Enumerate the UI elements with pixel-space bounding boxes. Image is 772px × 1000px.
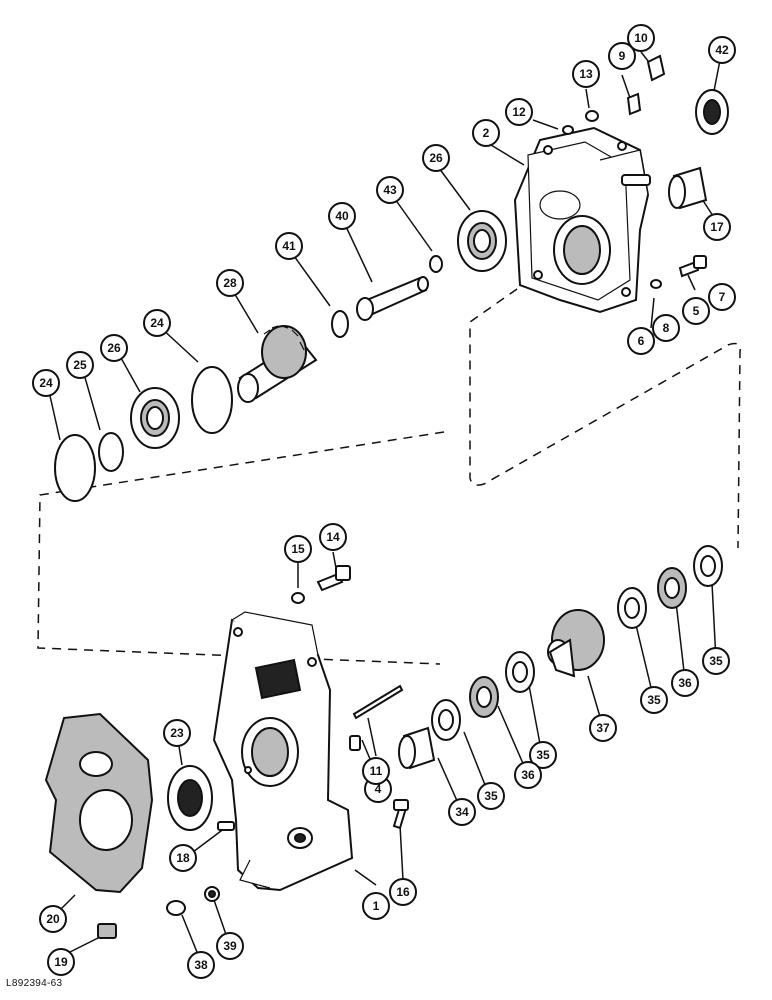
bearing-lower: [130, 387, 180, 449]
svg-text:4: 4: [375, 782, 382, 796]
svg-text:28: 28: [223, 276, 237, 290]
front-housing: [212, 611, 354, 892]
guide-left: [37, 431, 445, 665]
callout-35-a: 35: [477, 782, 505, 810]
callout-16: 16: [389, 878, 417, 906]
callout-8: 8: [652, 314, 680, 342]
svg-text:43: 43: [383, 183, 397, 197]
callout-9: 9: [608, 42, 636, 70]
svg-text:24: 24: [39, 376, 53, 390]
svg-text:37: 37: [596, 721, 610, 735]
svg-text:25: 25: [73, 358, 87, 372]
callout-10: 10: [627, 24, 655, 52]
svg-text:8: 8: [663, 321, 670, 335]
callout-17: 17: [703, 213, 731, 241]
svg-text:36: 36: [678, 676, 692, 690]
svg-text:18: 18: [176, 851, 190, 865]
callout-20: 20: [39, 905, 67, 933]
callout-37: 37: [589, 714, 617, 742]
callout-23: 23: [163, 719, 191, 747]
svg-text:10: 10: [634, 31, 648, 45]
leader-lines: [47, 49, 723, 963]
alignment-guides: [37, 196, 741, 665]
svg-text:12: 12: [512, 105, 526, 119]
snap-rings: [54, 255, 443, 502]
rear-housing-cover: [513, 126, 651, 314]
callout-39: 39: [216, 932, 244, 960]
callout-19: 19: [47, 948, 75, 976]
callout-11: 11: [362, 757, 390, 785]
svg-text:35: 35: [484, 789, 498, 803]
guide-upper-right: [469, 196, 741, 549]
svg-text:13: 13: [579, 67, 593, 81]
callout-24-upper: 24: [143, 309, 171, 337]
svg-text:38: 38: [194, 958, 208, 972]
callout-14: 14: [319, 523, 347, 551]
callout-7: 7: [708, 283, 736, 311]
gear-upper: [237, 325, 318, 403]
svg-text:16: 16: [396, 885, 410, 899]
callout-40: 40: [328, 202, 356, 230]
svg-text:7: 7: [719, 290, 726, 304]
svg-text:42: 42: [715, 43, 729, 57]
callout-41: 41: [275, 232, 303, 260]
callout-1: 1: [362, 892, 390, 920]
bearing-upper: [457, 210, 507, 272]
svg-text:23: 23: [170, 726, 184, 740]
callout-5: 5: [682, 297, 710, 325]
svg-text:9: 9: [619, 49, 626, 63]
svg-text:35: 35: [709, 654, 723, 668]
callout-15: 15: [284, 535, 312, 563]
callout-13: 13: [572, 60, 600, 88]
callout-42: 42: [708, 36, 736, 64]
svg-text:26: 26: [429, 151, 443, 165]
callout-35-b: 35: [529, 741, 557, 769]
callout-36-a: 36: [514, 761, 542, 789]
callout-25: 25: [66, 351, 94, 379]
svg-text:35: 35: [536, 748, 550, 762]
gear-lower: [547, 609, 605, 678]
callout-24-lower: 24: [32, 369, 60, 397]
shaft: [356, 276, 429, 321]
gasket: [44, 712, 154, 894]
callout-38: 38: [187, 951, 215, 979]
svg-text:11: 11: [370, 764, 383, 778]
svg-text:40: 40: [335, 209, 349, 223]
svg-text:35: 35: [647, 693, 661, 707]
svg-text:26: 26: [107, 341, 121, 355]
svg-text:6: 6: [638, 334, 645, 348]
callout-26-upper: 26: [422, 144, 450, 172]
callout-2: 2: [472, 119, 500, 147]
svg-text:34: 34: [455, 805, 469, 819]
svg-text:19: 19: [54, 955, 68, 969]
svg-text:15: 15: [291, 542, 305, 556]
callout-26-lower: 26: [100, 334, 128, 362]
svg-text:39: 39: [223, 939, 237, 953]
callout-12: 12: [505, 98, 533, 126]
callout-34: 34: [448, 798, 476, 826]
thrust-washers: [431, 545, 723, 741]
callout-43: 43: [376, 176, 404, 204]
svg-text:24: 24: [150, 316, 164, 330]
figure-reference-code: L892394-63: [6, 978, 63, 989]
svg-text:5: 5: [693, 304, 700, 318]
svg-text:17: 17: [710, 220, 724, 234]
callout-36-b: 36: [671, 669, 699, 697]
callout-6: 6: [627, 327, 655, 355]
svg-text:1: 1: [373, 899, 380, 913]
callout-35-c: 35: [640, 686, 668, 714]
needle-bearings: [398, 166, 708, 770]
svg-text:20: 20: [46, 912, 60, 926]
callout-18: 18: [169, 844, 197, 872]
callout-28: 28: [216, 269, 244, 297]
callout-35-d: 35: [702, 647, 730, 675]
seals: [167, 89, 729, 831]
svg-text:2: 2: [483, 126, 490, 140]
fasteners: [97, 54, 707, 939]
svg-text:36: 36: [521, 768, 535, 782]
svg-text:41: 41: [282, 239, 296, 253]
svg-text:14: 14: [326, 530, 340, 544]
